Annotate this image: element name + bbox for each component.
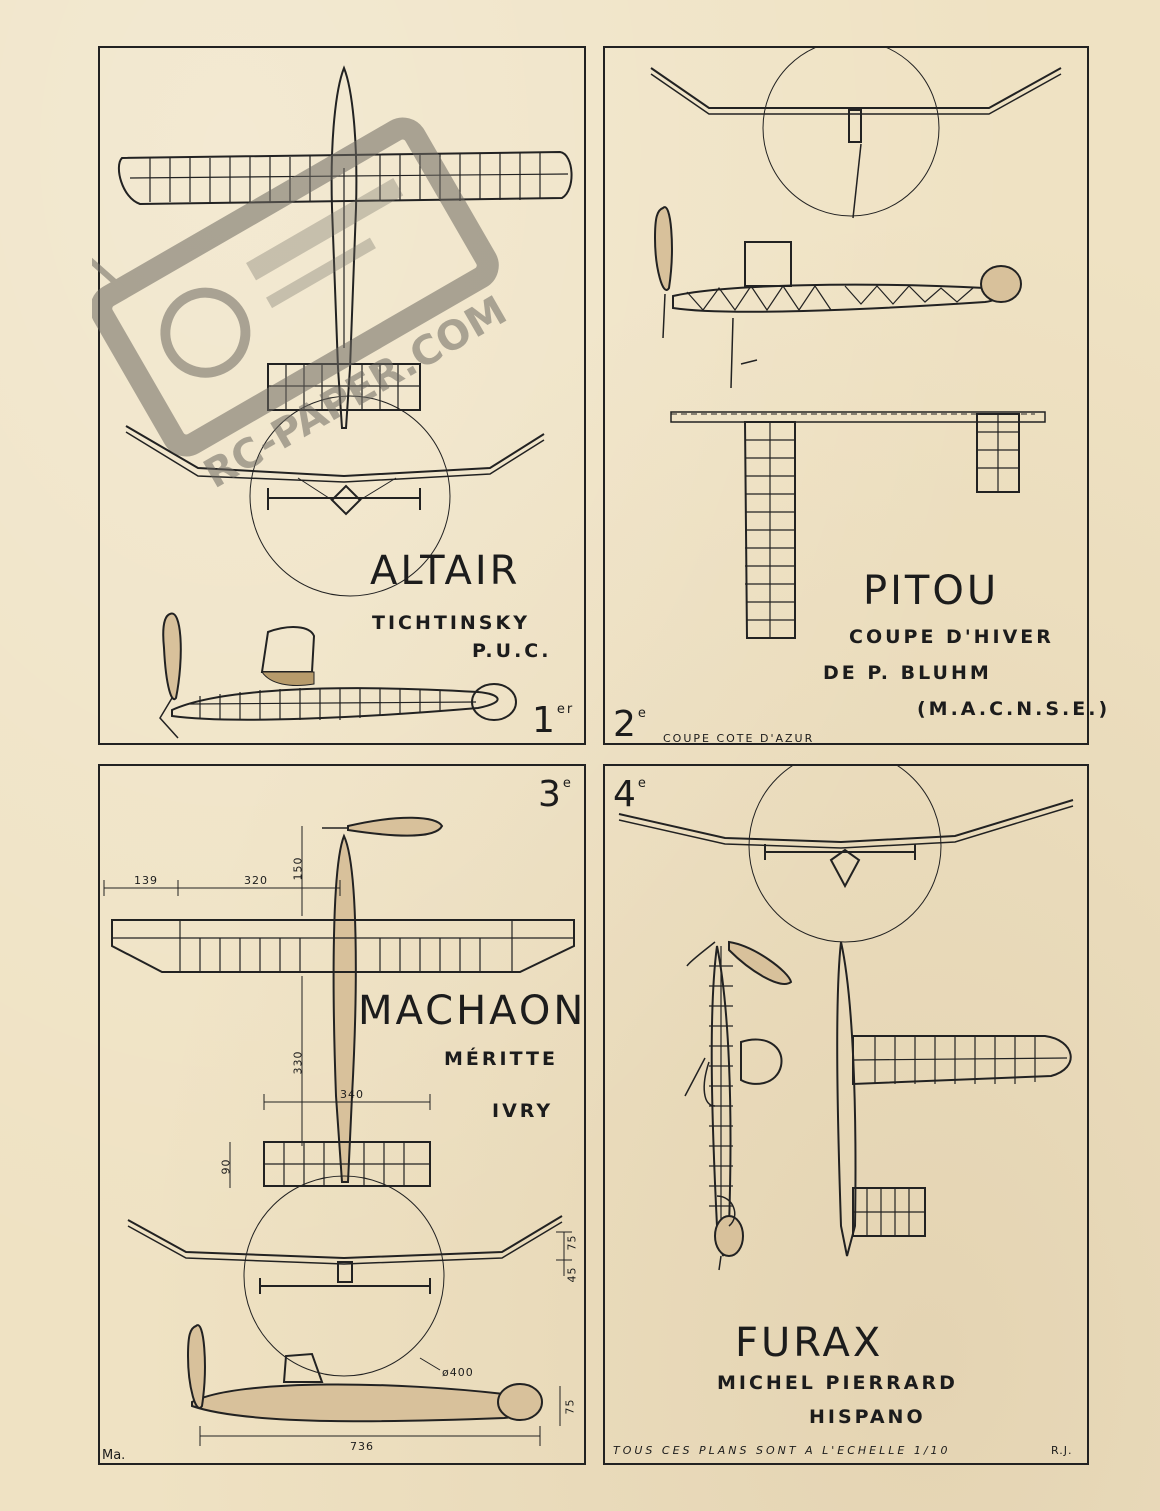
altair-club: P.U.C.	[472, 640, 552, 662]
altair-stab-top	[267, 363, 421, 411]
pitou-side-view	[672, 283, 999, 313]
furax-title: FURAX	[735, 1320, 884, 1366]
altair-rudder	[471, 683, 517, 721]
pitou-rudder	[980, 265, 1022, 303]
furax-club: HISPANO	[809, 1406, 926, 1428]
panel-machaon: 139 320 150 330 340 90 75 45 ø400 736 75…	[98, 764, 586, 1465]
furax-drawing	[618, 766, 1074, 1271]
machaon-rudder	[497, 1383, 543, 1421]
pitou-rank: 2e	[613, 704, 648, 745]
panel-pitou: PITOU COUPE D'HIVER DE P. BLUHM (M.A.C.N…	[603, 46, 1107, 745]
altair-fin	[260, 626, 316, 673]
machaon-fuselage-top	[332, 833, 357, 1183]
machaon-dim-4: 330	[291, 1050, 305, 1075]
furax-propeller-2	[686, 941, 716, 967]
machaon-dim-11: 75	[563, 1398, 577, 1415]
furax-rank: 4e	[613, 774, 648, 815]
machaon-dim-2: 320	[244, 874, 268, 887]
machaon-propeller-top	[347, 816, 444, 837]
machaon-dim-10: 736	[350, 1440, 374, 1453]
panel-altair: ALTAIR TICHTINSKY P.U.C. 1er	[98, 46, 586, 745]
furax-builder: MICHEL PIERRARD	[717, 1372, 958, 1394]
machaon-side-view	[191, 1383, 526, 1423]
altair-front-view	[125, 425, 545, 478]
furax-front-view	[618, 799, 1074, 844]
pitou-builder: DE P. BLUHM	[823, 662, 992, 684]
pitou-drawing	[650, 48, 1062, 639]
machaon-dim-9: ø400	[442, 1366, 474, 1379]
machaon-dim-3: 150	[291, 856, 305, 881]
pitou-front-view	[650, 67, 1062, 109]
machaon-dim-7: 75	[565, 1234, 579, 1251]
footer-signature: R.J.	[1051, 1444, 1073, 1457]
altair-side-view	[171, 687, 499, 721]
pitou-title: PITOU	[863, 568, 1000, 614]
machaon-dim-8: 45	[565, 1266, 579, 1283]
machaon-front-view	[127, 1215, 563, 1260]
pitou-fin	[744, 241, 792, 287]
machaon-club: IVRY	[492, 1100, 554, 1122]
altair-propeller	[162, 612, 182, 701]
machaon-wing-top	[111, 919, 575, 973]
pitou-rank-note: COUPE COTE D'AZUR	[663, 732, 815, 745]
furax-propeller-1	[728, 940, 793, 985]
machaon-builder: MÉRITTE	[444, 1048, 558, 1070]
machaon-fin	[282, 1352, 324, 1383]
machaon-dim-5: 340	[340, 1088, 364, 1101]
scale-note: TOUS CES PLANS SONT A L'ECHELLE 1/10	[613, 1444, 951, 1457]
machaon-signature: Ma.	[102, 1448, 126, 1463]
altair-rank: 1er	[532, 700, 575, 741]
pitou-club: (M.A.C.N.S.E.)	[917, 698, 1111, 720]
panel-furax: FURAX MICHEL PIERRARD HISPANO 4e TOUS CE…	[603, 764, 1089, 1465]
pitou-category: COUPE D'HIVER	[849, 626, 1054, 648]
pitou-wing-root	[670, 411, 1046, 423]
machaon-dim-6: 90	[219, 1158, 233, 1175]
furax-rudder-side	[714, 1215, 744, 1257]
pitou-stab	[976, 413, 1020, 493]
machaon-dim-1: 139	[134, 874, 158, 887]
machaon-rank: 3e	[538, 774, 573, 815]
pitou-propeller	[653, 206, 673, 291]
furax-fuselage-top	[836, 941, 857, 1257]
furax-wing-top	[852, 1035, 1072, 1086]
altair-builder: TICHTINSKY	[372, 612, 530, 634]
altair-title: ALTAIR	[370, 548, 521, 594]
machaon-drawing	[103, 816, 575, 1446]
machaon-propeller-side	[186, 1324, 206, 1409]
furax-fuselage-side	[710, 945, 732, 1257]
machaon-title: MACHAON	[358, 988, 587, 1034]
